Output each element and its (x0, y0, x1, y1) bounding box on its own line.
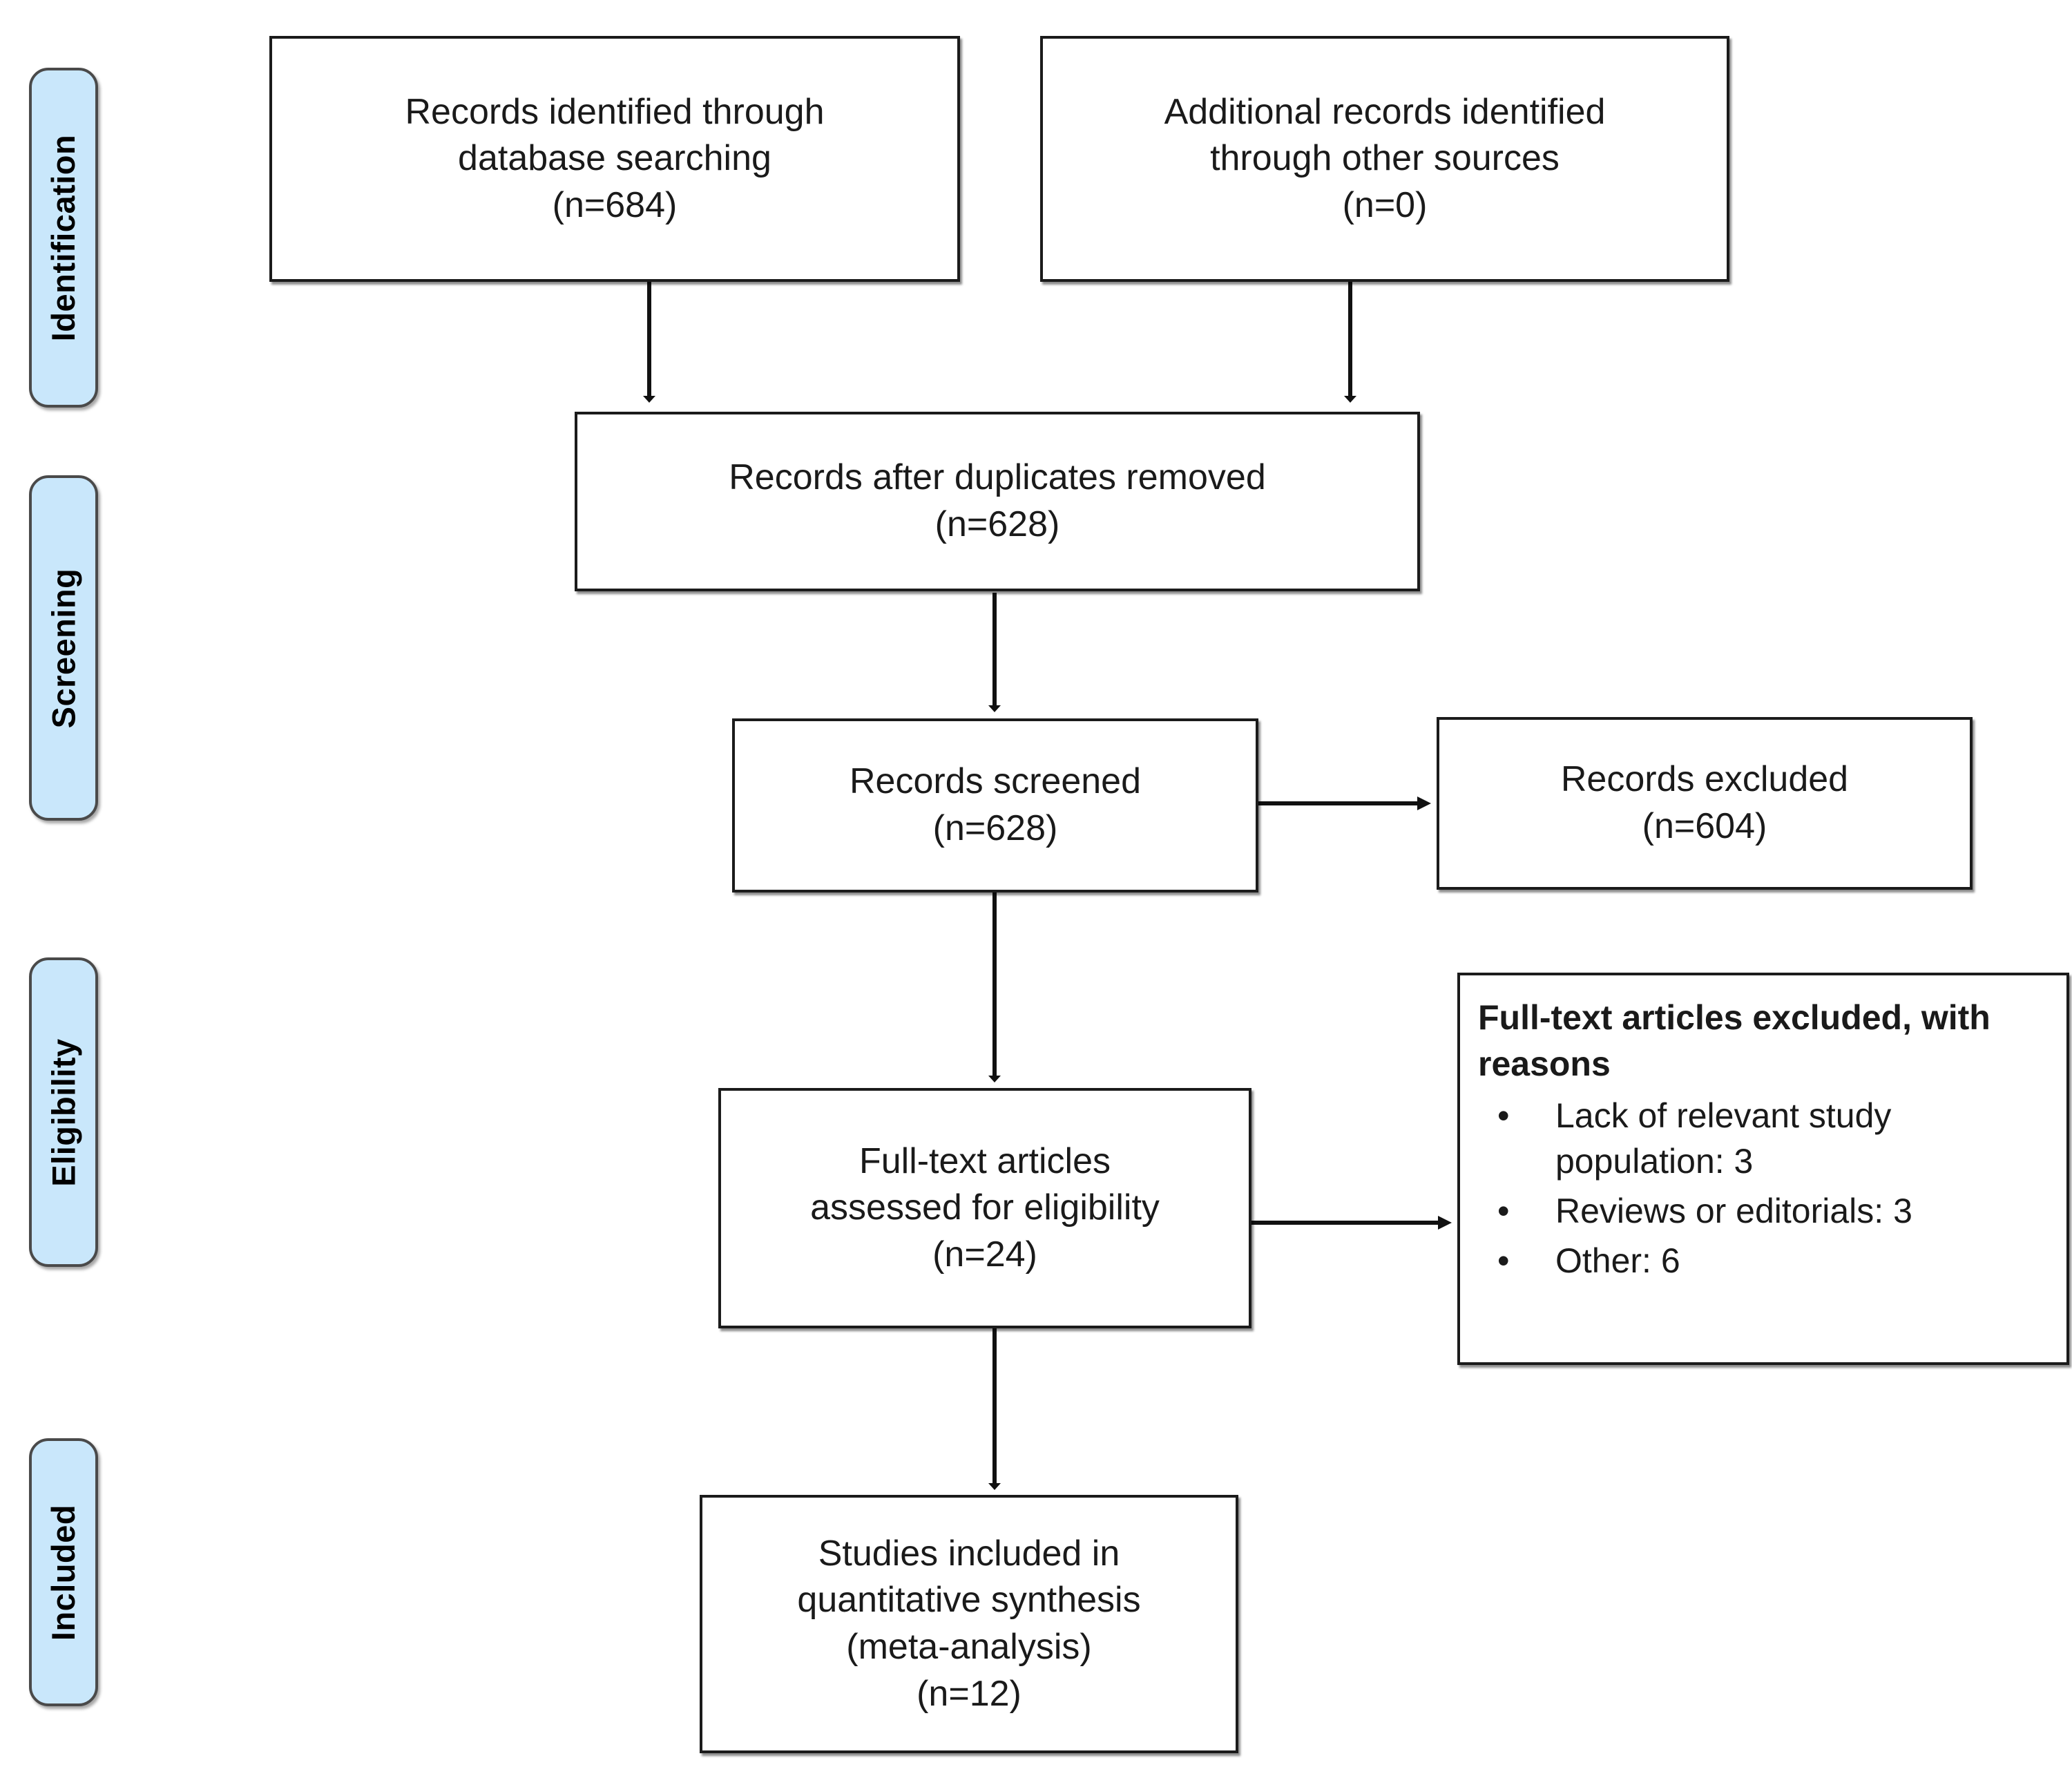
box-database-line-1: Records identified through (405, 91, 825, 132)
list-item: • Reviews or editorials: 3 (1478, 1188, 2049, 1234)
box-other-sources-line-1: Additional records identified (1164, 91, 1606, 132)
fulltext-excluded-title: Full-text articles excluded, with reason… (1478, 998, 1991, 1083)
box-duplicates-line-2: (n=628) (934, 504, 1060, 544)
reason-text: Lack of relevant study population: 3 (1555, 1096, 1892, 1181)
box-included-line-2: quantitative synthesis (797, 1580, 1141, 1621)
box-fulltext-excluded-with-reasons: Full-text articles excluded, with reason… (1457, 973, 2069, 1365)
box-other-sources-line-2: through other sources (1210, 138, 1560, 179)
fulltext-excluded-reason-list: • Lack of relevant study population: 3 •… (1478, 1093, 2049, 1288)
box-fulltext-line-2: assessed for eligibility (810, 1187, 1160, 1228)
bullet-icon: • (1497, 1192, 1510, 1230)
phase-screening-label: Screening (45, 568, 82, 728)
box-duplicates-line-1: Records after duplicates removed (729, 457, 1266, 498)
reason-text: Other: 6 (1555, 1241, 1680, 1280)
phase-eligibility-label: Eligibility (45, 1038, 82, 1187)
list-item: • Other: 6 (1478, 1238, 2049, 1283)
box-included-line-4: (n=12) (917, 1673, 1021, 1714)
box-included-line-1: Studies included in (818, 1533, 1120, 1574)
phase-identification: Identification (29, 68, 98, 408)
phase-eligibility: Eligibility (29, 957, 98, 1267)
box-records-excluded: Records excluded (n=604) (1437, 717, 1973, 890)
box-fulltext-line-3: (n=24) (932, 1234, 1037, 1275)
list-item: • Lack of relevant study population: 3 (1478, 1093, 2049, 1184)
reason-text: Reviews or editorials: 3 (1555, 1192, 1912, 1230)
box-fulltext-assessed-eligibility: Full-text articles assessed for eligibil… (718, 1088, 1251, 1328)
box-studies-included-quantitative-synthesis: Studies included in quantitative synthes… (700, 1495, 1238, 1753)
box-records-after-duplicates-removed: Records after duplicates removed (n=628) (575, 412, 1420, 591)
box-database-line-3: (n=684) (552, 184, 678, 225)
box-additional-records-other-sources: Additional records identified through ot… (1040, 36, 1729, 282)
box-database-line-2: database searching (458, 138, 771, 179)
box-fulltext-line-1: Full-text articles (858, 1140, 1111, 1181)
box-records-excluded-line-2: (n=604) (1642, 806, 1767, 846)
phase-included: Included (29, 1438, 98, 1706)
bullet-icon: • (1497, 1241, 1510, 1280)
bullet-icon: • (1497, 1096, 1510, 1135)
box-records-screened: Records screened (n=628) (732, 718, 1258, 892)
box-screened-line-2: (n=628) (932, 808, 1058, 848)
box-records-excluded-line-1: Records excluded (1560, 759, 1849, 800)
box-included-line-3: (meta-analysis) (846, 1627, 1092, 1667)
box-other-sources-line-3: (n=0) (1342, 184, 1428, 225)
box-screened-line-1: Records screened (850, 761, 1141, 802)
phase-identification-label: Identification (45, 134, 82, 341)
phase-screening: Screening (29, 475, 98, 821)
phase-included-label: Included (45, 1504, 82, 1641)
box-records-identified-database: Records identified through database sear… (269, 36, 960, 282)
